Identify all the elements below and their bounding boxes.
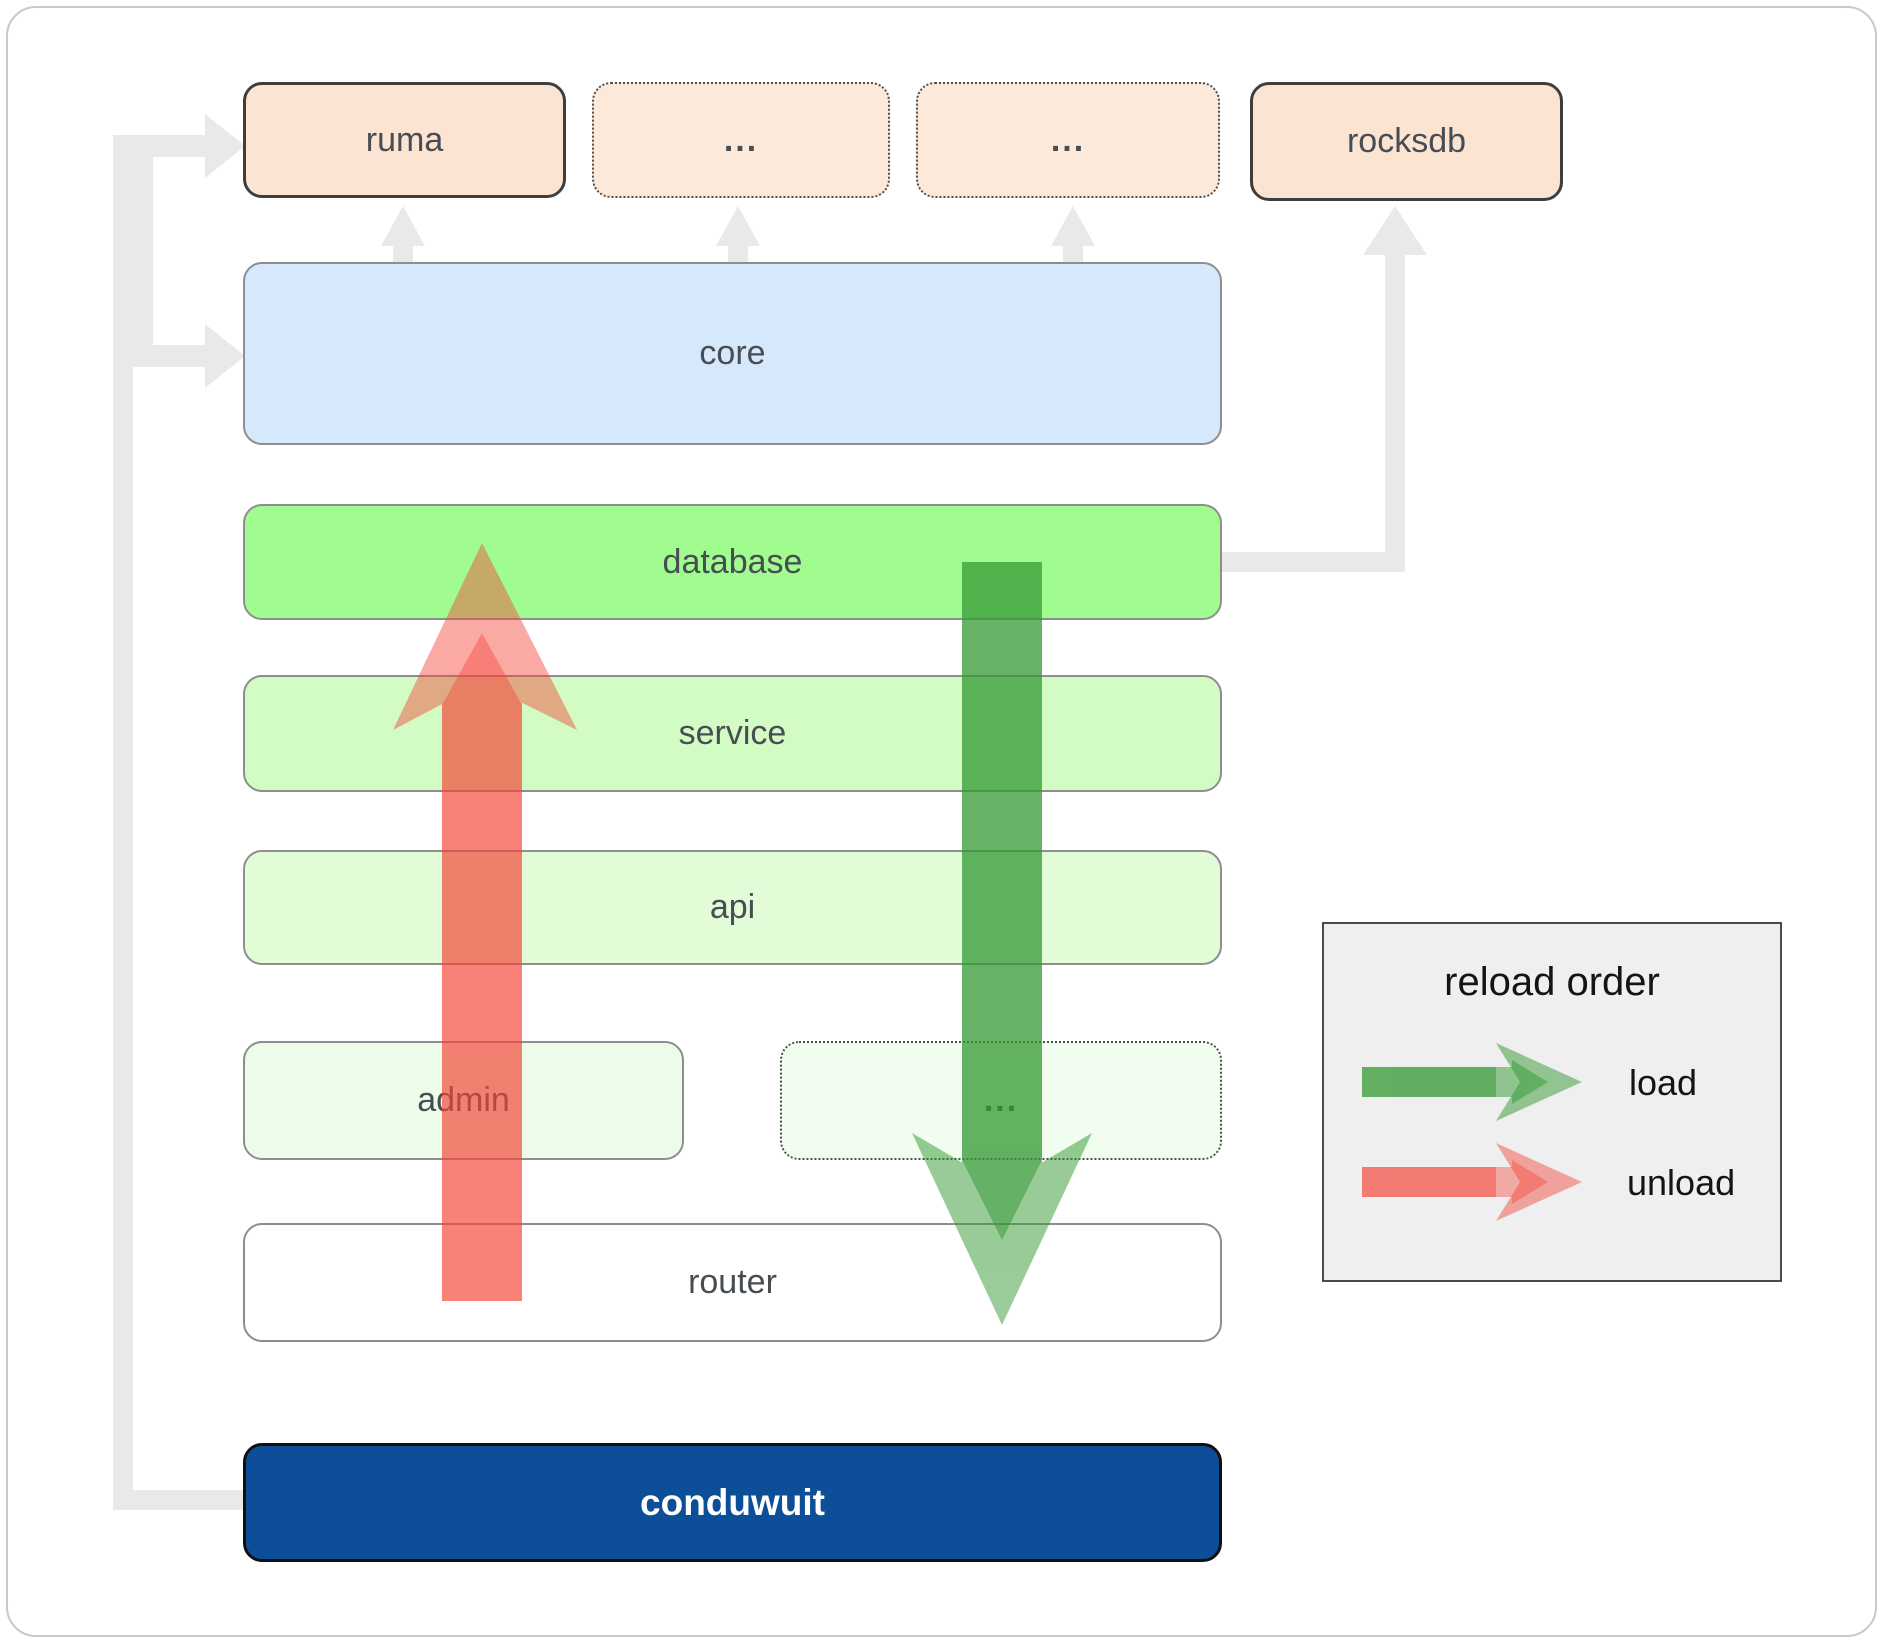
node-api: api [243, 850, 1222, 965]
node-ruma-label: ruma [365, 120, 444, 159]
node-conduwuit-label: conduwuit [640, 1481, 825, 1523]
node-service: service [243, 675, 1222, 792]
node-external-2-label: ... [1050, 120, 1086, 159]
node-service-label: service [678, 714, 787, 752]
node-core-label: core [699, 334, 766, 372]
node-database: database [243, 504, 1222, 620]
node-admin: admin [243, 1041, 684, 1160]
node-admin-sibling: ... [780, 1041, 1222, 1160]
node-admin-sibling-label: ... [983, 1081, 1019, 1119]
legend-title: reload order [1444, 960, 1660, 1004]
node-router-label: router [688, 1263, 777, 1301]
node-api-label: api [709, 888, 756, 926]
node-core: core [243, 262, 1222, 445]
diagram-frame [6, 6, 1877, 1637]
node-external-2: ... [916, 82, 1220, 198]
node-database-label: database [662, 542, 803, 581]
legend-reload-order: reload order load unload [1322, 922, 1782, 1282]
node-admin-label: admin [417, 1081, 510, 1119]
legend-unload-label: unload [1627, 1162, 1736, 1203]
node-rocksdb: rocksdb [1250, 82, 1563, 201]
legend-load-label: load [1629, 1062, 1698, 1103]
node-ruma: ruma [243, 82, 566, 198]
node-router: router [243, 1223, 1222, 1342]
node-external-1-label: ... [723, 120, 759, 159]
node-conduwuit: conduwuit [243, 1443, 1222, 1562]
node-rocksdb-label: rocksdb [1346, 122, 1467, 160]
node-external-1: ... [592, 82, 890, 198]
